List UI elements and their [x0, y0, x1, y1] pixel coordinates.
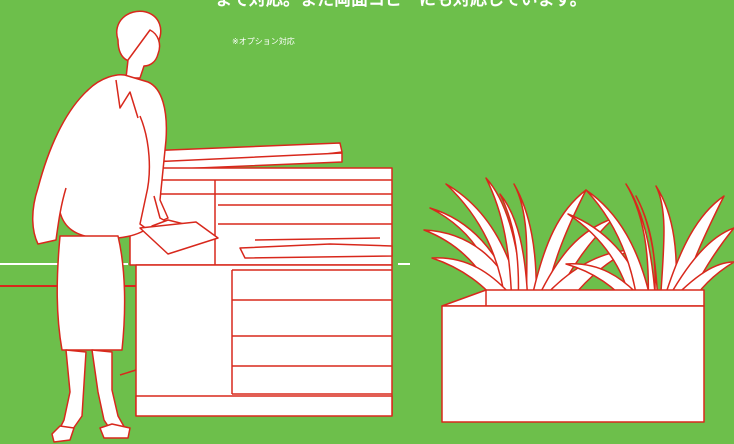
woman-figure	[32, 10, 219, 443]
left-plant-leaves	[423, 177, 631, 307]
planter	[423, 177, 734, 423]
right-plant-leaves	[565, 183, 734, 307]
headline: まで対応。また両面コピーにも対応しています。	[215, 0, 587, 10]
copier	[119, 142, 393, 417]
option-footnote: ※オプション対応	[232, 37, 295, 46]
